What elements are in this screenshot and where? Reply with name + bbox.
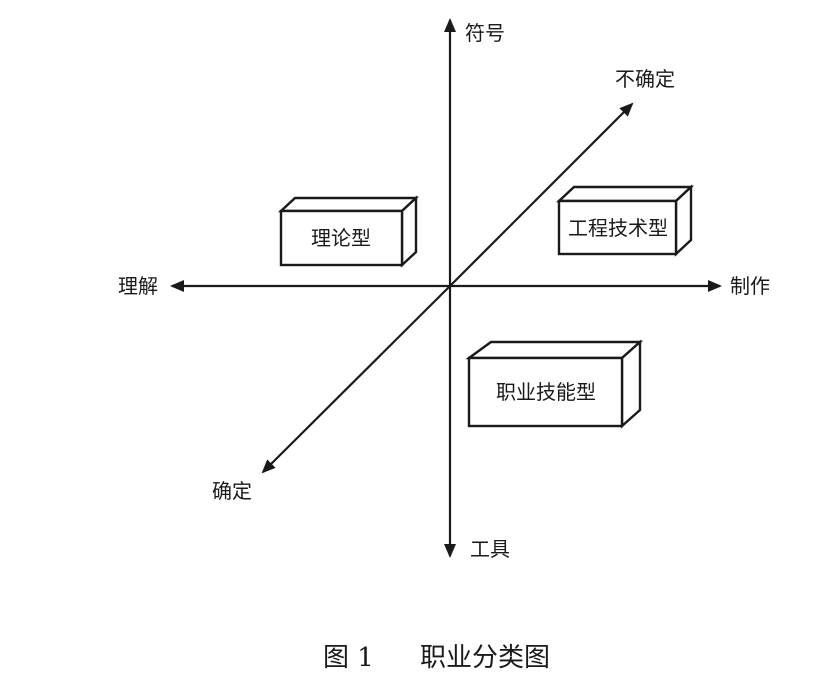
axis-label-uncertain: 不确定: [615, 67, 675, 91]
diagonal-axis-lower-left-arrow: [261, 285, 451, 474]
figure-number: 图 1: [323, 643, 374, 673]
box-engineering-label: 工程技术型: [568, 216, 668, 240]
axis-label-tool: 工具: [470, 537, 510, 561]
axis-label-certain: 确定: [212, 479, 252, 503]
box-theory-label: 理论型: [311, 226, 371, 250]
box-vocational-label: 职业技能型: [496, 380, 596, 404]
box-theory: 理论型: [277, 195, 420, 268]
box-engineering: 工程技术型: [555, 184, 695, 257]
axis-label-understanding: 理解: [118, 274, 158, 298]
box-vocational: 职业技能型: [465, 339, 644, 429]
figure-title: 职业分类图: [420, 643, 550, 673]
axis-label-making: 制作: [730, 274, 770, 298]
axis-label-symbol: 符号: [465, 21, 505, 45]
diagonal-axis-upper-right-arrow: [449, 102, 634, 287]
